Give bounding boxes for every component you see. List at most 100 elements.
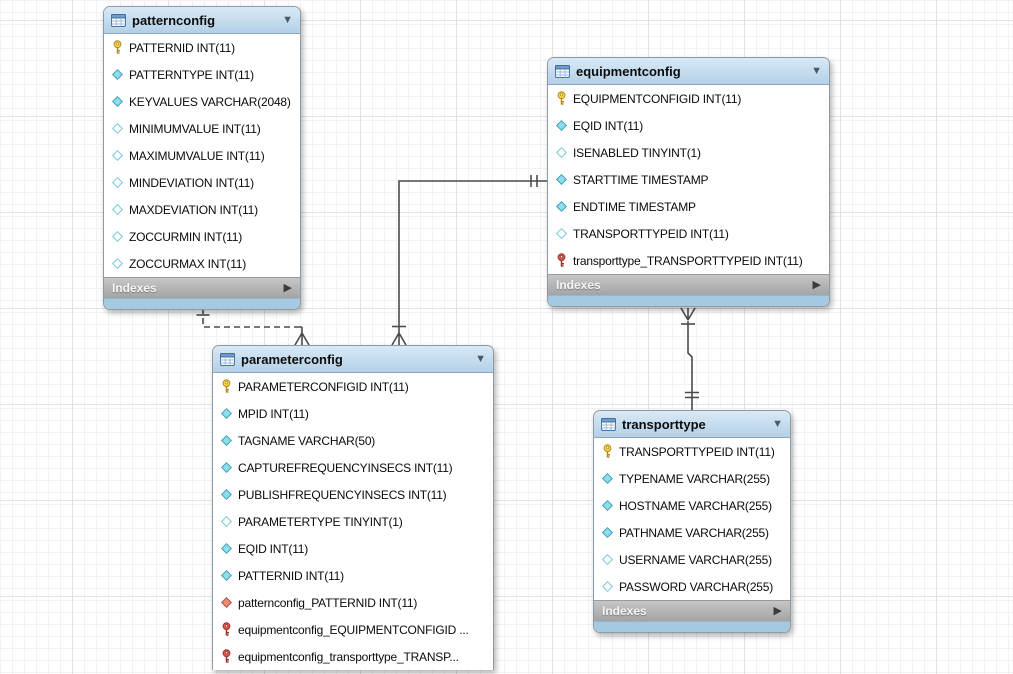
- column-text: PATTERNTYPE INT(11): [129, 67, 254, 82]
- table-patternconfig[interactable]: patternconfig▼PATTERNID INT(11) PATTERNTY…: [103, 6, 301, 310]
- table-transporttype[interactable]: transporttype ▼ TRANSPORTTYPEID INT(11) TYP…: [593, 410, 791, 633]
- column-text: PATTERNID INT(11): [238, 568, 344, 583]
- collapse-arrow-icon[interactable]: ▼: [811, 64, 822, 77]
- column-row[interactable]: USERNAME VARCHAR(255): [594, 546, 790, 573]
- table-equipmentconfig[interactable]: equipmentconfig▼EQUIPMENTCONFIGID INT(11…: [547, 57, 830, 307]
- table-title: parameterconfig: [241, 351, 343, 367]
- column-row[interactable]: PUBLISHFREQUENCYINSECS INT(11): [213, 481, 493, 508]
- indexes-footer[interactable]: Indexes▶: [548, 274, 829, 295]
- table-header[interactable]: equipmentconfig▼: [548, 58, 829, 85]
- attribute-filled-icon: [219, 489, 233, 500]
- relationship-equipmentconfig-parameterconfig[interactable]: [391, 175, 547, 346]
- column-row[interactable]: equipmentconfig_EQUIPMENTCONFIGID ...: [213, 616, 493, 643]
- column-row[interactable]: CAPTUREFREQUENCYINSECS INT(11): [213, 454, 493, 481]
- column-row[interactable]: TRANSPORTTYPEID INT(11): [548, 220, 829, 247]
- table-parameterconfig[interactable]: parameterconfig ▼ PARAMETERCONFIGID INT(11…: [212, 345, 494, 670]
- table-header[interactable]: patternconfig▼: [104, 7, 300, 34]
- indexes-label: Indexes: [602, 604, 647, 618]
- column-row[interactable]: ZOCCURMIN INT(11): [104, 223, 300, 250]
- attribute-filled-icon: [554, 201, 568, 212]
- primary-key-icon: [219, 379, 233, 394]
- column-row[interactable]: PARAMETERTYPE TINYINT(1): [213, 508, 493, 535]
- attribute-hollow-icon: [600, 554, 614, 565]
- attribute-filled-icon: [219, 408, 233, 419]
- attribute-hollow-icon: [554, 147, 568, 158]
- expand-arrow-icon[interactable]: ▶: [812, 278, 821, 291]
- column-row[interactable]: PARAMETERCONFIGID INT(11): [213, 373, 493, 400]
- attribute-hollow-icon: [110, 177, 124, 188]
- attribute-filled-icon: [219, 570, 233, 581]
- column-text: equipmentconfig_transporttype_TRANSP...: [238, 649, 459, 664]
- column-text: TRANSPORTTYPEID INT(11): [619, 444, 775, 459]
- column-row[interactable]: EQUIPMENTCONFIGID INT(11): [548, 85, 829, 112]
- column-row[interactable]: MINIMUMVALUE INT(11): [104, 115, 300, 142]
- column-row[interactable]: PATTERNID INT(11): [104, 34, 300, 61]
- collapse-arrow-icon[interactable]: ▼: [282, 13, 293, 26]
- table-icon: [220, 352, 235, 366]
- table-header[interactable]: transporttype ▼: [594, 411, 790, 438]
- column-text: TRANSPORTTYPEID INT(11): [573, 226, 729, 241]
- column-row[interactable]: HOSTNAME VARCHAR(255): [594, 492, 790, 519]
- expand-arrow-icon[interactable]: ▶: [773, 604, 782, 617]
- column-text: ZOCCURMIN INT(11): [129, 229, 243, 244]
- column-row[interactable]: MINDEVIATION INT(11): [104, 169, 300, 196]
- column-row[interactable]: transporttype_TRANSPORTTYPEID INT(11): [548, 247, 829, 274]
- indexes-footer[interactable]: Indexes▶: [104, 277, 300, 298]
- attribute-filled-icon: [600, 527, 614, 538]
- column-row[interactable]: PATHNAME VARCHAR(255): [594, 519, 790, 546]
- primary-key-icon: [554, 91, 568, 106]
- primary-key-icon: [600, 444, 614, 459]
- column-row[interactable]: MPID INT(11): [213, 400, 493, 427]
- table-bottom-strip: [104, 298, 300, 309]
- table-bottom-strip: [548, 295, 829, 306]
- column-row[interactable]: ISENABLED TINYINT(1): [548, 139, 829, 166]
- table-title: transporttype: [622, 416, 706, 432]
- column-text: transporttype_TRANSPORTTYPEID INT(11): [573, 253, 803, 268]
- column-text: patternconfig_PATTERNID INT(11): [238, 595, 418, 610]
- column-row[interactable]: MAXDEVIATION INT(11): [104, 196, 300, 223]
- column-text: MAXIMUMVALUE INT(11): [129, 148, 265, 163]
- attribute-filled-icon: [110, 96, 124, 107]
- attribute-filled-icon: [600, 500, 614, 511]
- collapse-arrow-icon[interactable]: ▼: [772, 417, 783, 430]
- column-row[interactable]: ENDTIME TIMESTAMP: [548, 193, 829, 220]
- relationship-patternconfig-parameterconfig[interactable]: [196, 308, 310, 346]
- column-list: TRANSPORTTYPEID INT(11) TYPENAME VARCHAR(…: [594, 438, 790, 600]
- table-icon: [555, 64, 570, 78]
- expand-arrow-icon[interactable]: ▶: [283, 281, 292, 294]
- attribute-hollow-icon: [110, 123, 124, 134]
- foreign-key-icon: [219, 649, 233, 664]
- column-row[interactable]: MAXIMUMVALUE INT(11): [104, 142, 300, 169]
- attribute-hollow-icon: [110, 204, 124, 215]
- column-row[interactable]: equipmentconfig_transporttype_TRANSP...: [213, 643, 493, 670]
- relationship-transporttype-equipmentconfig[interactable]: [680, 307, 699, 410]
- attribute-hollow-icon: [110, 150, 124, 161]
- column-row[interactable]: KEYVALUES VARCHAR(2048): [104, 88, 300, 115]
- attribute-filled-icon: [554, 174, 568, 185]
- column-row[interactable]: EQID INT(11): [548, 112, 829, 139]
- column-row[interactable]: PATTERNID INT(11): [213, 562, 493, 589]
- column-row[interactable]: EQID INT(11): [213, 535, 493, 562]
- column-text: TYPENAME VARCHAR(255): [619, 471, 770, 486]
- column-row[interactable]: ZOCCURMAX INT(11): [104, 250, 300, 277]
- column-row[interactable]: TAGNAME VARCHAR(50): [213, 427, 493, 454]
- column-row[interactable]: STARTTIME TIMESTAMP: [548, 166, 829, 193]
- column-row[interactable]: PATTERNTYPE INT(11): [104, 61, 300, 88]
- attribute-filled-icon: [219, 462, 233, 473]
- indexes-footer[interactable]: Indexes ▶: [594, 600, 790, 621]
- column-text: KEYVALUES VARCHAR(2048): [129, 94, 291, 109]
- table-header[interactable]: parameterconfig ▼: [213, 346, 493, 373]
- column-text: MPID INT(11): [238, 406, 309, 421]
- column-text: STARTTIME TIMESTAMP: [573, 172, 709, 187]
- column-text: EQID INT(11): [238, 541, 309, 556]
- collapse-arrow-icon[interactable]: ▼: [475, 352, 486, 365]
- foreign-key-icon: [219, 622, 233, 637]
- column-row[interactable]: TRANSPORTTYPEID INT(11): [594, 438, 790, 465]
- column-row[interactable]: TYPENAME VARCHAR(255): [594, 465, 790, 492]
- column-row[interactable]: PASSWORD VARCHAR(255): [594, 573, 790, 600]
- column-row[interactable]: patternconfig_PATTERNID INT(11): [213, 589, 493, 616]
- attribute-filled-icon: [600, 473, 614, 484]
- table-icon: [601, 417, 616, 431]
